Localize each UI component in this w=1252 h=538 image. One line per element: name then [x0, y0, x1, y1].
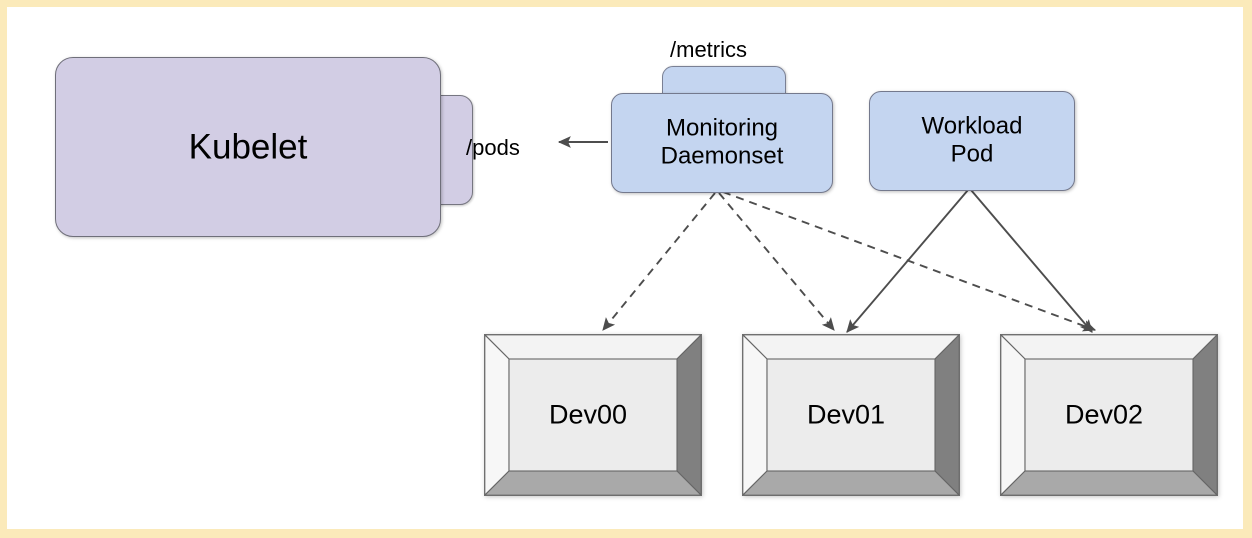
edge-workload-to-dev01 — [846, 189, 969, 333]
pods-edge-label: /pods — [466, 135, 520, 160]
dev00-bevel-shape — [484, 334, 702, 496]
dev01-bevel-shape — [742, 334, 960, 496]
device-box-dev02[interactable]: Dev02 — [1000, 334, 1218, 496]
dev00-label: Dev00 — [548, 399, 628, 430]
metrics-edge-label: /metrics — [670, 37, 747, 62]
device-box-dev00[interactable]: Dev00 — [484, 334, 702, 496]
edge-monitoring-to-dev00 — [602, 192, 716, 331]
edge-workload-to-dev02 — [970, 189, 1093, 333]
monitoring-daemonset-node[interactable]: Monitoring Daemonset — [611, 93, 833, 193]
workload-pod-label: Workload Pod — [921, 112, 1023, 168]
workload-pod-node[interactable]: Workload Pod — [869, 91, 1075, 191]
edge-monitoring-to-dev01 — [718, 192, 835, 331]
kubelet-node[interactable]: Kubelet — [55, 57, 441, 237]
edge-monitoring-to-dev02 — [722, 191, 1097, 332]
kubelet-label: Kubelet — [188, 127, 308, 167]
dev01-label: Dev01 — [806, 399, 886, 430]
diagram-canvas: Kubelet /pods /metrics Monitoring Daemon… — [7, 7, 1243, 529]
dev02-bevel-shape — [1000, 334, 1218, 496]
monitoring-daemonset-label: Monitoring Daemonset — [660, 114, 784, 170]
device-box-dev01[interactable]: Dev01 — [742, 334, 960, 496]
dev02-label: Dev02 — [1064, 399, 1144, 430]
